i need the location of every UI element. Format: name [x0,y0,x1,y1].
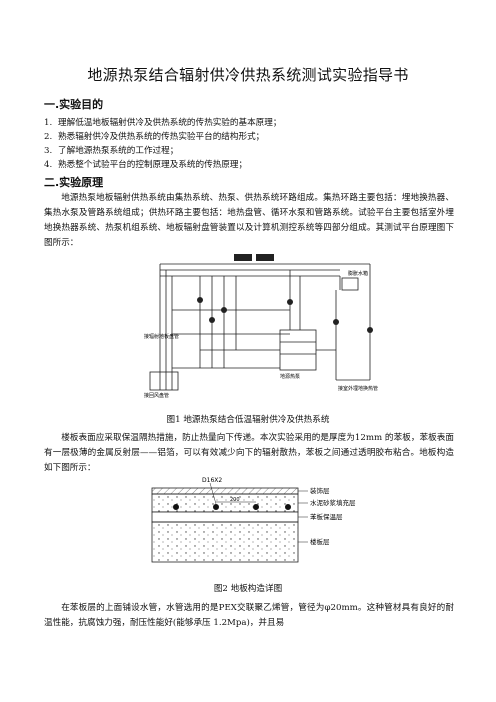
list-number: 4. [44,160,53,170]
floor-construction-figure: 200 D16X2 装饰层 水泥砂浆填充层 苯板保温层 楼板层 [151,477,356,563]
paragraph-pipe: 在苯板层的上面铺设水管，水管选用的是PEX交联聚乙烯管，管径为φ20mm。这种管… [44,601,454,631]
list-text: 了解地源热泵系统的工作过程； [58,146,179,156]
paragraph-text: 在苯板层的上面铺设水管，水管选用的是PEX交联聚乙烯管，管径为φ20mm。这种管… [44,603,454,628]
list-text: 理解低温地板辐射供冷及供热系统的传热实验的基本原理； [58,118,282,128]
figure2-caption: 图2 地板构造详图 [213,584,283,594]
list-item: 4. 熟悉整个试验平台的控制原理及系统的传热原理； [44,158,247,170]
list-item: 3. 了解地源热泵系统的工作过程； [44,144,178,156]
list-number: 1. [44,118,53,128]
pipe-spec-label: D16X2 [202,477,222,484]
layer-label: 苯板保温层 [310,512,343,521]
layer-label: 楼板层 [310,537,330,546]
figure1-caption: 图1 地源热泵结合低温辐射供冷及供热系统 [166,415,330,425]
paragraph-insulation: 楼板表面应采取保温隔热措施，防止热量向下传递。本次实验采用的是厚度为12mm 的… [44,431,454,476]
list-item: 1. 理解低温地板辐射供冷及供热系统的传热实验的基本原理； [44,116,281,128]
section-heading-principle: 二.实验原理 [44,176,104,189]
layer-label: 水泥砂浆填充层 [310,498,356,507]
paragraph-text: 地源热泵地板辐射供热系统由集热系统、热泵、供热系统环路组成。集热环路主要包括：埋… [44,193,454,248]
list-item: 2. 熟悉辐射供冷及供热系统的传热实验平台的结构形式； [44,130,264,142]
list-number: 3. [44,146,53,156]
list-text: 熟悉辐射供冷及供热系统的传热实验平台的结构形式； [58,132,265,142]
list-text: 熟悉整个试验平台的控制原理及系统的传热原理； [58,160,248,170]
paragraph-text: 楼板表面应采取保温隔热措施，防止热量向下传递。本次实验采用的是厚度为12mm 的… [44,433,454,473]
document-title: 地源热泵结合辐射供冷供热系统测试实验指导书 [87,66,409,84]
label-heat-pump: 地源热泵 [280,373,300,380]
label-radiant-coil: 接辐射地板盘管 [144,333,179,340]
label-expansion-tank: 膨胀水箱 [348,270,368,277]
paragraph-principle: 地源热泵地板辐射供热系统由集热系统、热泵、供热系统环路组成。集热环路主要包括：埋… [44,191,454,251]
layer-label: 装饰层 [310,486,330,495]
label-buried-coil: 接回风盘管 [144,392,169,399]
pipe-spacing-label: 200 [230,497,240,503]
label-ground-hx: 接室外埋地换热管 [338,385,378,392]
section-heading-objective: 一.实验目的 [44,98,104,111]
system-schematic-figure: 膨胀水箱 接辐射地板盘管 接回风盘管 地源热泵 接室外埋地换热管 [144,254,378,399]
list-number: 2. [44,132,53,142]
